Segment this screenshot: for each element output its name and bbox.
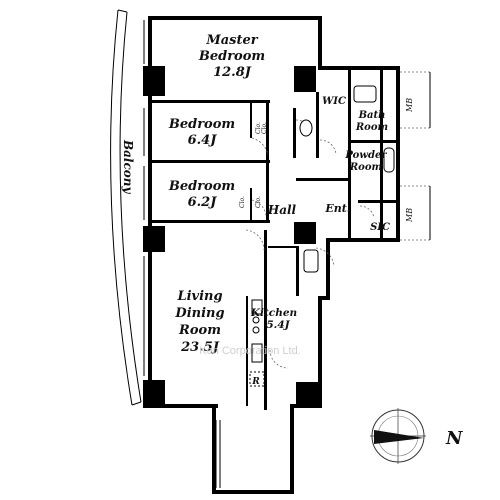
- closet-label-1a: Clo.: [255, 122, 262, 134]
- balcony-outline: [110, 9, 142, 406]
- compass-north-label: N: [445, 428, 464, 449]
- powder-room-label: Powder Room: [344, 150, 387, 173]
- mb-closets: [400, 71, 431, 241]
- bedroom-1-size: 6.4J: [188, 133, 218, 148]
- wic-label: WIC: [322, 96, 346, 107]
- door-swings: [245, 119, 375, 369]
- hall-label: Hall: [267, 203, 297, 217]
- entrance-label: Ent.: [324, 202, 350, 215]
- master-bedroom-size: 12.8J: [213, 65, 252, 80]
- living-dining-label: Living Dining Room 23.5J: [174, 289, 224, 355]
- master-bedroom-label: Master Bedroom 12.8J: [198, 33, 265, 80]
- closet-label-2a: Clo.: [239, 196, 246, 208]
- fixtures: [249, 85, 395, 387]
- refrigerator-label: R: [251, 377, 260, 387]
- windows: [143, 20, 221, 488]
- kitchen-label: Kitchen 5.4J: [250, 307, 297, 331]
- living-name-line2: Dining: [174, 306, 224, 321]
- living-size: 23.5J: [180, 340, 220, 355]
- bath-name-line1: Bath: [358, 110, 386, 121]
- sic-label: SIC: [370, 222, 390, 233]
- interior-walls: [148, 70, 396, 410]
- bedroom-2-label: Bedroom 6.2J: [168, 179, 235, 210]
- columns: [143, 66, 320, 408]
- master-bedroom-name-line2: Bedroom: [198, 49, 265, 64]
- compass: [370, 408, 426, 464]
- mb-label-lower: MB: [405, 208, 414, 223]
- closet-label-2b: Clo.: [255, 196, 262, 208]
- living-name-line3: Room: [178, 323, 221, 338]
- watermark: Ken Corporation Ltd.: [199, 345, 301, 357]
- master-bedroom-name-line1: Master: [205, 33, 258, 48]
- bedroom-1-name: Bedroom: [168, 117, 235, 132]
- powder-name-line1: Powder: [344, 150, 387, 161]
- compass-needle-icon: [374, 430, 424, 444]
- kitchen-name: Kitchen: [250, 307, 297, 319]
- bath-room-label: Bath Room: [355, 110, 388, 133]
- mb-label-upper: MB: [405, 98, 414, 113]
- bedroom-2-size: 6.2J: [188, 195, 218, 210]
- bedroom-1-label: Bedroom 6.4J: [168, 117, 235, 148]
- bath-name-line2: Room: [355, 122, 388, 133]
- balcony-label: Balcony: [121, 139, 135, 195]
- kitchen-size: 5.4J: [266, 319, 290, 331]
- powder-name-line2: Room: [349, 162, 382, 173]
- closet-label-1b: Clo.: [261, 122, 268, 134]
- living-name-line1: Living: [176, 289, 222, 304]
- bedroom-2-name: Bedroom: [168, 179, 235, 194]
